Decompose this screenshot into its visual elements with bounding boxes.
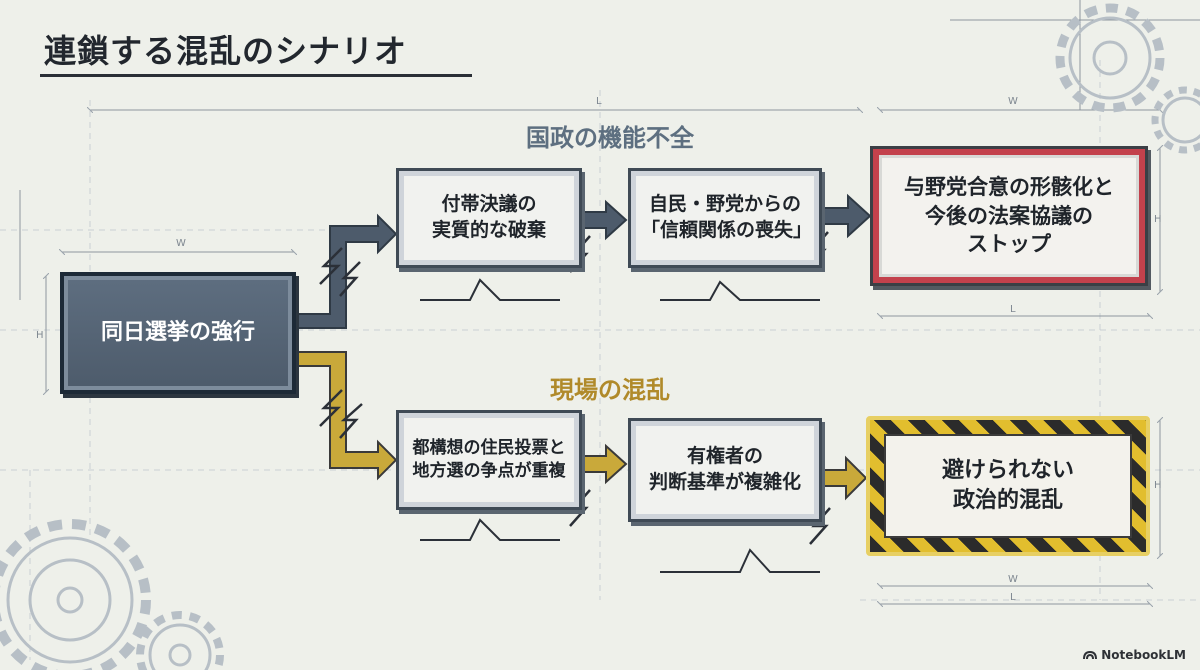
crack-lines	[420, 278, 820, 573]
arrow-to-bottom-1	[295, 351, 398, 481]
arrow-bottom-2-to-outcome	[823, 455, 868, 501]
node-bottom-1: 都構想の住民投票と 地方選の争点が重複	[396, 410, 582, 510]
node-bottom-1-line-1: 都構想の住民投票と	[412, 438, 566, 459]
node-top-2: 自民・野党からの 「信頼関係の喪失」	[628, 168, 822, 268]
node-bottom-outcome: 避けられない 政治的混乱	[866, 416, 1150, 556]
dim-label-l-outcome: L	[1010, 304, 1016, 315]
node-top-2-line-2: 「信頼関係の喪失」	[641, 219, 813, 241]
node-top-outcome-line-2: 今後の法案協議の	[925, 203, 1093, 228]
dim-label-w-bottom: W	[1008, 574, 1018, 585]
dim-label-w-start: W	[176, 238, 186, 249]
gear-icon	[0, 519, 151, 670]
brand-watermark: NotebookLM	[1083, 648, 1186, 662]
arrow-to-top-1	[295, 213, 398, 329]
dim-label-h-top: H	[1154, 214, 1162, 225]
node-bottom-2: 有権者の 判断基準が複雑化	[628, 418, 822, 522]
bottom-branch-arrows	[295, 351, 868, 501]
node-top-1-line-2: 実質的な破棄	[431, 219, 546, 241]
node-top-outcome-line-3: ストップ	[967, 232, 1051, 257]
brand-name: NotebookLM	[1101, 648, 1186, 662]
arrow-top-1-to-2	[583, 199, 628, 241]
dim-label-h-bottom: H	[1154, 480, 1162, 491]
page-title: 連鎖する混乱のシナリオ	[44, 32, 408, 70]
dim-label-w-top: W	[1008, 96, 1018, 107]
node-top-outcome: 与野党合意の形骸化と 今後の法案協議の ストップ	[870, 146, 1148, 286]
dimension-labels: L W H W H L W L H	[36, 96, 1162, 603]
node-top-outcome-line-1: 与野党合意の形骸化と	[904, 175, 1114, 200]
gear-icon	[1055, 3, 1165, 113]
title-underline	[40, 74, 472, 77]
node-bottom-1-line-2: 地方選の争点が重複	[412, 461, 566, 481]
section-label-local: 現場の混乱	[550, 376, 670, 404]
node-top-2-line-1: 自民・野党からの	[648, 193, 801, 216]
node-top-1-line-1: 付帯決議の	[441, 193, 537, 216]
dim-label-l-bottom: L	[1010, 592, 1016, 603]
dim-label-h-start: H	[36, 330, 44, 341]
notebooklm-logo-icon	[1083, 650, 1098, 660]
top-branch-arrows	[295, 193, 872, 329]
node-bottom-2-line-2: 判断基準が複雑化	[648, 471, 801, 493]
gear-icon	[136, 611, 224, 670]
node-bottom-2-line-1: 有権者の	[686, 445, 763, 468]
node-bottom-outcome-line-2: 政治的混乱	[952, 488, 1063, 513]
node-start-label: 同日選挙の強行	[100, 320, 255, 346]
hazard-plate: 避けられない 政治的混乱	[884, 434, 1132, 538]
dimension-lines	[19, 0, 1200, 604]
node-start: 同日選挙の強行	[60, 272, 296, 394]
arrow-top-2-to-outcome	[823, 193, 872, 239]
gear-icon	[1151, 86, 1200, 154]
section-label-national: 国政の機能不全	[526, 124, 694, 152]
node-top-1: 付帯決議の 実質的な破棄	[396, 168, 582, 268]
node-bottom-outcome-line-1: 避けられない	[941, 458, 1074, 484]
dim-label-l-top: L	[596, 96, 602, 107]
arrow-bottom-1-to-2	[583, 443, 628, 485]
